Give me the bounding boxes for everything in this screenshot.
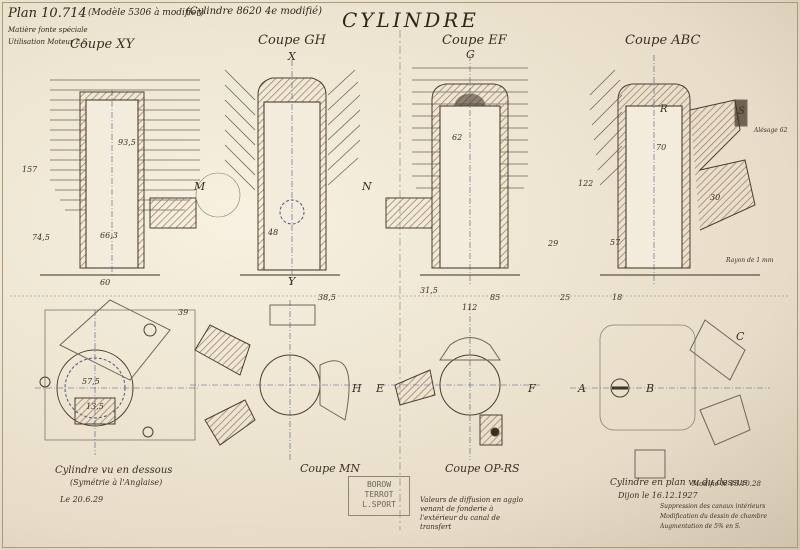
letter-h: H <box>351 382 362 395</box>
terrot-stamp: BOROW TERROT L.SPORT <box>348 476 410 516</box>
letter-e: E <box>375 382 384 395</box>
dim-48: 48 <box>267 228 278 237</box>
note-right-date: Dijon le 16.12.1927 <box>617 491 699 500</box>
plan-number: Plan 10.714 <box>8 6 87 21</box>
plan-dessus-label: Cylindre en plan vu du dessus <box>610 478 748 488</box>
stamp-line-2: TERROT <box>364 490 394 499</box>
letter-x: X <box>287 50 297 63</box>
dim-93-5: 93,5 <box>118 138 136 147</box>
header-note-2: (Cylindre 8620 4e modifié) <box>186 6 322 17</box>
letter-n: N <box>361 180 372 193</box>
dim-62: 62 <box>452 133 462 142</box>
dim-66-3: 66,3 <box>100 231 118 240</box>
dim-57: 57 <box>610 238 621 247</box>
cooling-fins-gh <box>224 69 361 191</box>
dessous-sub-label: (Symétrie à l'Anglaise) <box>70 478 162 487</box>
letter-f: F <box>527 382 536 395</box>
coupe-ef-label: Coupe EF <box>442 33 508 48</box>
port-ef <box>385 197 433 229</box>
letter-c: C <box>736 330 745 343</box>
stamp-line-1: BOROW <box>366 480 392 489</box>
note-center-block: Valeurs de diffusion en agglo venant de … <box>420 496 523 531</box>
dim-112: 112 <box>462 303 477 312</box>
dim-70: 70 <box>656 143 666 152</box>
view-coupe-mn <box>190 300 360 460</box>
view-coupe-op-rs <box>380 305 540 460</box>
coupe-abc-label: Coupe ABC <box>625 33 700 48</box>
view-plan-dessus <box>570 319 770 479</box>
letter-s: S <box>738 106 745 117</box>
dim-122: 122 <box>578 179 593 188</box>
dim-29: 29 <box>547 239 558 248</box>
dim-60: 60 <box>100 278 110 287</box>
exhaust-port-xy <box>149 197 197 229</box>
dim-18: 18 <box>612 293 622 302</box>
coupe-xy-label: Coupe XY <box>70 37 136 52</box>
view-cylindre-dessous <box>35 299 200 455</box>
coupe-mn-label: Coupe MN <box>300 462 360 475</box>
letter-r: R <box>659 104 668 115</box>
main-title: Cylindre <box>342 8 479 32</box>
dim-157: 157 <box>22 165 38 174</box>
note-modif: Modifié le 13.10.28 <box>691 480 761 488</box>
cooling-fins-abc <box>589 69 623 186</box>
dim-74-5: 74,5 <box>32 233 50 242</box>
note-dates-left: Le 20.6.29 <box>59 495 103 504</box>
note-alesage: Alésage 62 <box>753 127 788 134</box>
dessous-label: Cylindre vu en dessous <box>55 465 172 476</box>
note-right-3: Augmentation de 5% en S. <box>659 523 741 530</box>
dim-57-5: 57,5 <box>82 377 100 386</box>
dim-30: 30 <box>710 193 720 202</box>
coupe-gh-label: Coupe GH <box>258 33 327 48</box>
dim-31-5: 31,5 <box>420 286 438 295</box>
dim-85: 85 <box>490 293 500 302</box>
note-rayon: Rayon de 1 mm <box>725 257 774 264</box>
dim-38-5: 38,5 <box>318 293 336 302</box>
coupe-op-rs-label: Coupe OP-RS <box>445 462 520 475</box>
view-coupe-ef <box>385 55 528 285</box>
letter-b: B <box>645 382 654 395</box>
header-note-3: Matière fonte spéciale <box>8 26 88 34</box>
letter-g: G <box>466 48 475 61</box>
view-coupe-gh <box>195 60 361 285</box>
letter-a: A <box>577 382 586 395</box>
dim-39: 39 <box>178 308 188 317</box>
header-note-1: (Modèle 5306 à modifier) <box>88 8 205 18</box>
header-note-4: Utilisation Moteur L.S <box>8 38 88 46</box>
dim-13-5: 13,5 <box>86 402 104 411</box>
letter-y: Y <box>288 275 297 288</box>
view-coupe-abc <box>589 55 760 285</box>
stamp-line-3: L.SPORT <box>362 500 396 509</box>
view-coupe-xy <box>40 79 200 276</box>
letter-m: M <box>193 180 206 193</box>
dim-25: 25 <box>559 293 570 302</box>
note-right-1: Suppression des canaux intérieurs <box>660 503 765 510</box>
note-right-2: Modification du dessin de chambre <box>659 513 768 520</box>
